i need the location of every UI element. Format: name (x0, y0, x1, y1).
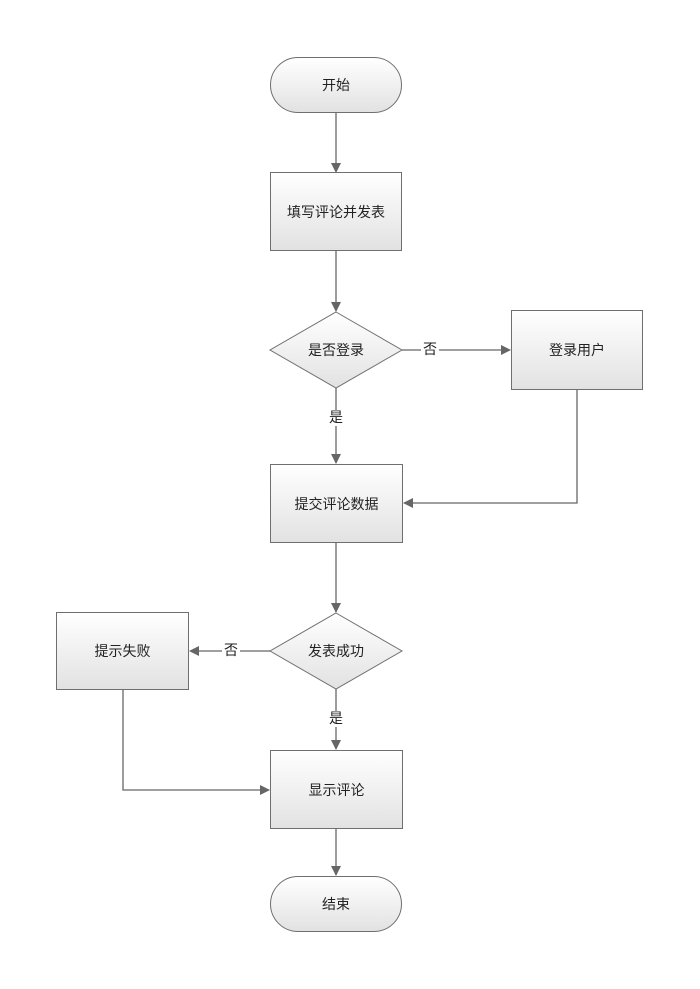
login-user-label: 登录用户 (549, 343, 605, 359)
show-failure-label: 提示失败 (94, 644, 151, 660)
decision-success-label: 发表成功 (308, 644, 364, 660)
write-comment-step: 填写评论并发表 (270, 172, 402, 251)
submit-comment-label: 提交评论数据 (294, 496, 379, 513)
end-label: 结束 (322, 897, 350, 913)
show-failure-step: 提示失败 (56, 612, 189, 690)
show-comment-step: 显示评论 (270, 750, 403, 829)
edge-label-login-yes: 是 (327, 410, 345, 426)
edge-label-login-no: 否 (421, 342, 439, 358)
login-user-step: 登录用户 (511, 310, 643, 390)
edge-failure-to-show (122, 690, 270, 795)
submit-comment-step: 提交评论数据 (270, 464, 403, 543)
decision-success: 发表成功 (270, 613, 402, 689)
write-comment-label: 填写评论并发表 (287, 204, 385, 221)
start-terminal: 开始 (270, 57, 402, 113)
decision-login-label: 是否登录 (308, 343, 364, 359)
edge-login-to-submit (403, 390, 578, 508)
edge-label-success-no: 否 (222, 643, 240, 659)
edge-label-success-yes: 是 (327, 711, 345, 727)
end-terminal: 结束 (270, 876, 402, 932)
start-label: 开始 (322, 78, 350, 94)
show-comment-label: 显示评论 (308, 782, 365, 799)
decision-login: 是否登录 (270, 312, 402, 388)
